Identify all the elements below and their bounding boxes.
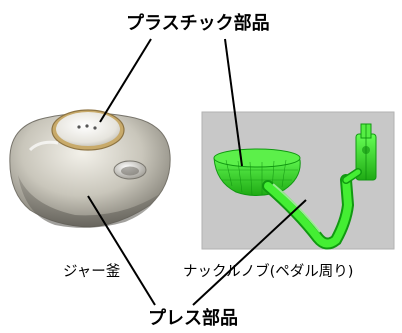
rice-jar-image xyxy=(9,109,171,228)
plastic-parts-label: プラスチック部品 xyxy=(126,13,270,34)
leader-line-press-jar xyxy=(87,195,156,306)
leader-line-plastic-knob xyxy=(224,38,243,167)
leader-line-plastic-jar xyxy=(99,38,152,123)
knuckle-knob-image xyxy=(201,111,395,250)
leader-lines xyxy=(87,38,307,306)
jar-caption: ジャー釜 xyxy=(63,264,121,280)
press-parts-label: プレス部品 xyxy=(148,308,238,329)
knuckle-knob-caption: ナックルノブ(ペダル周り) xyxy=(183,264,354,280)
leader-line-press-knob xyxy=(192,199,307,306)
